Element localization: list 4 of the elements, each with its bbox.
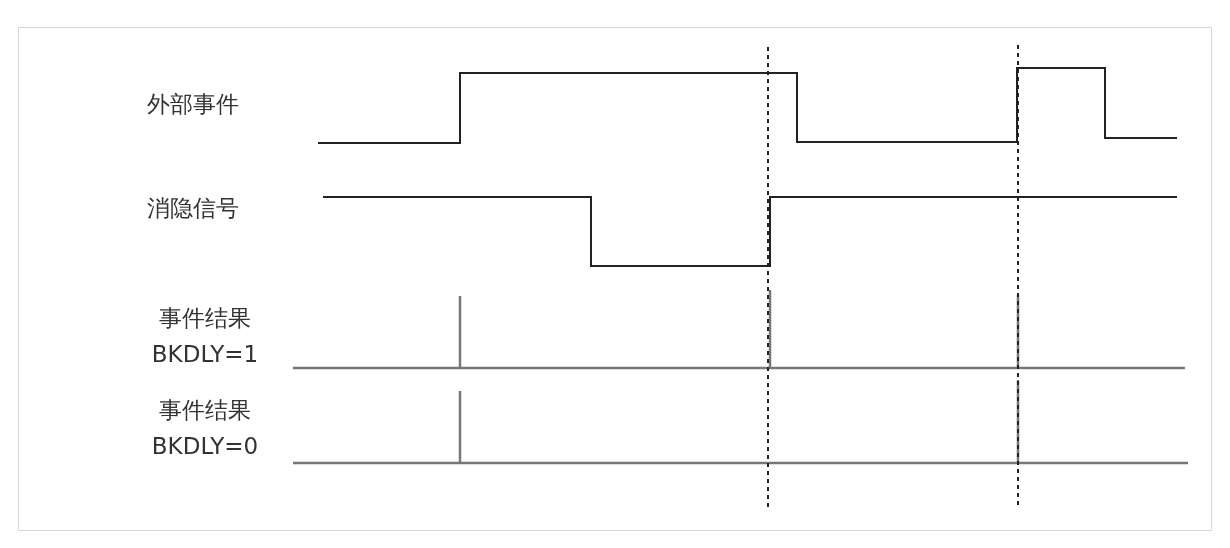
signal-label: 事件结果 BKDLY=1 xyxy=(150,304,260,369)
signal-label: 外部事件 xyxy=(146,90,240,119)
signal-label: 消隐信号 xyxy=(146,194,240,223)
signal-label: 事件结果 BKDLY=0 xyxy=(150,396,260,461)
